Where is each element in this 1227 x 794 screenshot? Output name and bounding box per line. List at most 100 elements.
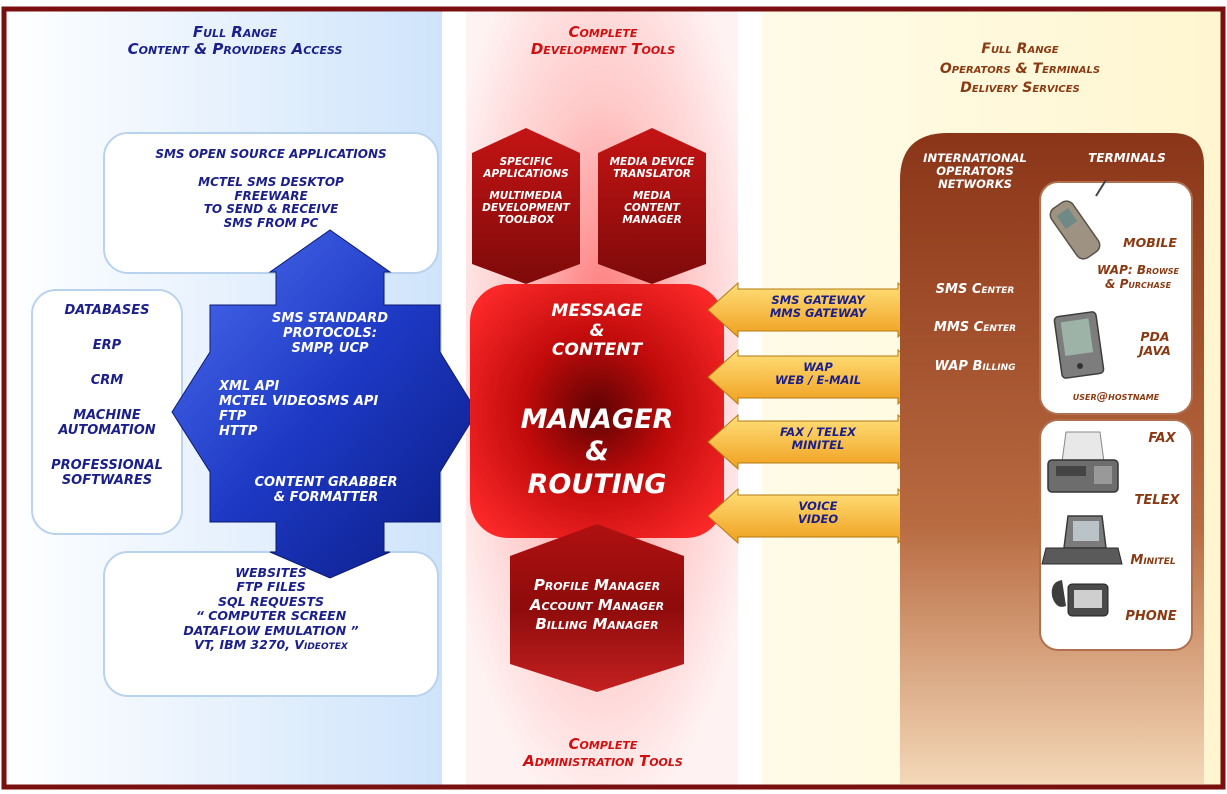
api-videosms: MCTEL VIDEOSMS API — [219, 393, 379, 409]
terminal-fax: FAX — [1148, 431, 1176, 446]
right-heading-line2: Operators & Terminals — [939, 60, 1101, 77]
manager-manager: MANAGER — [520, 404, 674, 435]
manager-routing: ROUTING — [527, 468, 667, 500]
source-dataflow: DATAFLOW EMULATION ” — [183, 622, 359, 638]
link-fax-telex: FAX / TELEX — [779, 425, 857, 439]
terminal-telex: TELEX — [1134, 493, 1180, 508]
mobile-phone-icon — [1049, 179, 1107, 260]
tool-left-line3: MULTIMEDIA — [489, 190, 563, 203]
source-vt: VT, IBM 3270, Videotex — [194, 636, 348, 652]
pda-icon — [1053, 311, 1105, 379]
dev-tools-heading: Complete Development Tools — [478, 23, 728, 59]
link-minitel: MINITEL — [791, 438, 845, 453]
operators-title-line2: OPERATORS — [936, 164, 1014, 179]
tool-left-spacer — [472, 180, 580, 190]
apis-text: XML API MCTEL VIDEOSMS API FTP HTTP — [219, 379, 419, 440]
terminal-pda-line1: PDA — [1140, 329, 1170, 344]
fax-machine-icon — [1047, 431, 1119, 493]
protocols-line1: SMS STANDARD — [271, 311, 388, 326]
terminal-pda: PDA JAVA — [1120, 329, 1190, 359]
terminal-phone: PHONE — [1125, 609, 1177, 624]
terminal-wap: WAP: Browse & Purchase — [1084, 263, 1192, 292]
dev-tool-right-text: MEDIA DEVICE TRANSLATOR MEDIA CONTENT MA… — [598, 156, 706, 226]
admin-tools-arrow — [510, 524, 684, 692]
tool-right-line1: MEDIA DEVICE — [609, 156, 695, 168]
operator-wap-billing: WAP Billing — [934, 359, 1016, 374]
admin-profile: Profile Manager — [533, 576, 661, 594]
link-voice: VOICE — [798, 499, 838, 513]
operators-title-line1: INTERNATIONAL — [923, 151, 1027, 165]
open-source-line5: SMS FROM PC — [223, 216, 319, 231]
admin-billing: Billing Manager — [535, 615, 659, 633]
open-source-line4: TO SEND & RECEIVE — [203, 202, 339, 217]
manager-amp1: & — [589, 320, 605, 341]
tool-right-line2: TRANSLATOR — [613, 168, 691, 181]
api-http: HTTP — [219, 423, 258, 439]
dev-tool-left-text: SPECIFIC APPLICATIONS MULTIMEDIA DEVELOP… — [472, 156, 580, 226]
dev-tools-heading-line2: Development Tools — [530, 40, 676, 59]
grabber-text: CONTENT GRABBER & FORMATTER — [236, 475, 416, 506]
web-sources-text: WEBSITES FTP FILES SQL REQUESTS “ COMPUT… — [108, 565, 434, 652]
dev-tool-arrow-left — [472, 128, 580, 284]
grabber-line2: & FORMATTER — [273, 489, 379, 505]
admin-heading-line1: Complete — [568, 735, 638, 753]
open-source-spacer — [108, 162, 434, 176]
source-ftp-files: FTP FILES — [236, 579, 306, 595]
link-wap: WAP — [803, 360, 833, 374]
tool-left-line2: APPLICATIONS — [483, 168, 569, 181]
manager-content: CONTENT — [551, 340, 643, 361]
api-xml: XML API — [219, 379, 280, 394]
link-label-fax: FAX / TELEX MINITEL — [738, 425, 898, 453]
terminal-user-hostname: user@hostname — [1072, 389, 1160, 403]
open-source-line2: MCTEL SMS DESKTOP — [198, 174, 344, 189]
blue-four-way-arrow — [171, 229, 478, 579]
link-sms-gateway: SMS GATEWAY — [771, 293, 865, 307]
source-websites: WEBSITES — [235, 565, 307, 580]
link-label-voice: VOICE VIDEO — [738, 499, 898, 527]
link-mms-gateway: MMS GATEWAY — [769, 306, 867, 321]
operator-mms-center: MMS Center — [933, 320, 1017, 335]
tool-right-line5: MANAGER — [622, 214, 682, 227]
protocols-line2: PROTOCOLS: — [283, 325, 377, 341]
tool-right-line3: MEDIA — [632, 190, 672, 203]
manager-small-text: MESSAGE & CONTENT — [470, 301, 724, 361]
tool-left-line1: SPECIFIC — [499, 156, 553, 168]
right-heading-line3: Delivery Services — [960, 80, 1080, 97]
dev-tools-heading-line1: Complete — [568, 23, 638, 41]
enterprise-systems-text: DATABASES ERP CRM MACHINE AUTOMATION PRO… — [34, 303, 180, 489]
manager-amp2: & — [585, 436, 609, 468]
right-heading-line1: Full Range — [981, 41, 1059, 57]
manager-message: MESSAGE — [551, 301, 643, 321]
left-heading-line1: Full Range — [192, 23, 278, 41]
item-machine: MACHINE — [73, 407, 141, 423]
minitel-icon — [1041, 515, 1123, 565]
right-heading: Full Range Operators & Terminals Deliver… — [900, 40, 1140, 99]
tool-left-line4: DEVELOPMENT — [482, 202, 570, 215]
open-source-box-text: SMS OPEN SOURCE APPLICATIONS MCTEL SMS D… — [108, 147, 434, 231]
open-source-box — [103, 132, 439, 274]
operator-sms-center: SMS Center — [935, 282, 1015, 297]
tool-right-line4: CONTENT — [624, 202, 680, 215]
left-heading-line2: Content & Providers Access — [127, 40, 343, 59]
tool-left-line5: TOOLBOX — [497, 214, 555, 227]
link-label-sms: SMS GATEWAY MMS GATEWAY — [738, 293, 898, 321]
terminal-wap-line1: WAP: Browse — [1096, 263, 1180, 277]
left-heading: Full Range Content & Providers Access — [100, 23, 370, 59]
terminals-title: TERMINALS — [1088, 151, 1166, 165]
item-crm: CRM — [90, 372, 124, 388]
protocols-text: SMS STANDARD PROTOCOLS: SMPP, UCP — [250, 311, 410, 357]
item-professional: PROFESSIONAL — [51, 457, 163, 473]
open-source-title: SMS OPEN SOURCE APPLICATIONS — [155, 147, 387, 161]
item-databases: DATABASES — [64, 303, 150, 318]
telephone-icon — [1051, 580, 1109, 617]
admin-heading-line2: Administration Tools — [523, 752, 683, 771]
manager-routing-box — [470, 284, 724, 538]
link-video: VIDEO — [797, 512, 839, 527]
link-web-email: WEB / E-MAIL — [774, 373, 862, 388]
grabber-line1: CONTENT GRABBER — [254, 475, 398, 490]
protocols-line3: SMPP, UCP — [291, 340, 369, 356]
terminal-wap-line2: & Purchase — [1104, 276, 1172, 291]
manager-large-text: MANAGER & ROUTING — [470, 404, 724, 501]
